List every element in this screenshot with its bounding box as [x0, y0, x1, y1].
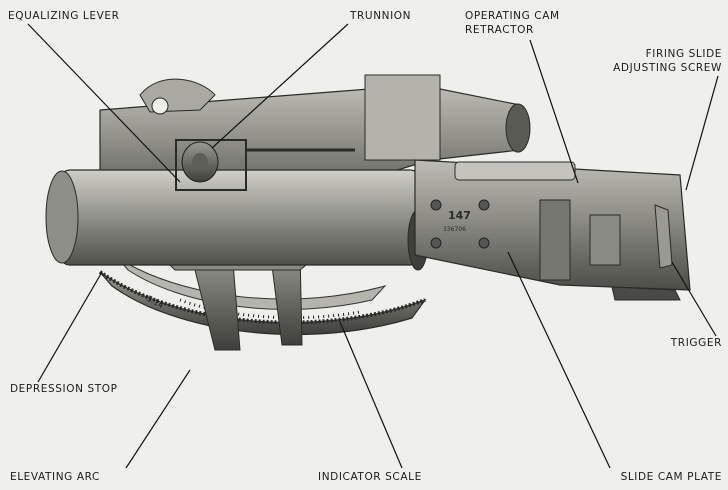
leader-equalizing-lever	[27, 23, 181, 183]
leader-depression-stop	[37, 271, 103, 383]
leader-trunnion	[211, 23, 349, 149]
label-trunnion: TRUNNION	[350, 10, 412, 22]
leader-operating-cam-retractor	[529, 39, 579, 184]
leader-elevating-arc	[125, 369, 191, 469]
label-elevating-arc: ELEVATING ARC	[10, 471, 100, 483]
leader-slide-cam-plate	[507, 251, 611, 469]
slide-assembly: 147 336706	[414, 159, 691, 301]
recoil-cylinder	[45, 169, 429, 271]
label-slide-cam-plate: SLIDE CAM PLATE	[620, 471, 722, 483]
label-firing-slide-adjusting-screw: FIRING SLIDE ADJUSTING SCREW	[613, 48, 722, 74]
label-operating-cam-retractor: OPERATING CAM RETRACTOR	[465, 10, 560, 36]
label-trigger: TRIGGER	[670, 337, 722, 349]
label-depression-stop: DEPRESSION STOP	[10, 383, 118, 395]
trunnion-part	[175, 139, 355, 191]
label-equalizing-lever: EQUALIZING LEVER	[8, 10, 120, 22]
indicator-scale-part	[179, 298, 361, 320]
plate-number: 147	[448, 209, 471, 222]
leader-firing-slide-adjusting-screw	[685, 75, 719, 191]
plate-serial: 336706	[443, 226, 466, 233]
leader-trigger	[671, 261, 717, 337]
label-indicator-scale: INDICATOR SCALE	[318, 471, 422, 483]
leader-indicator-scale	[339, 321, 403, 469]
leader-lines	[27, 23, 719, 469]
